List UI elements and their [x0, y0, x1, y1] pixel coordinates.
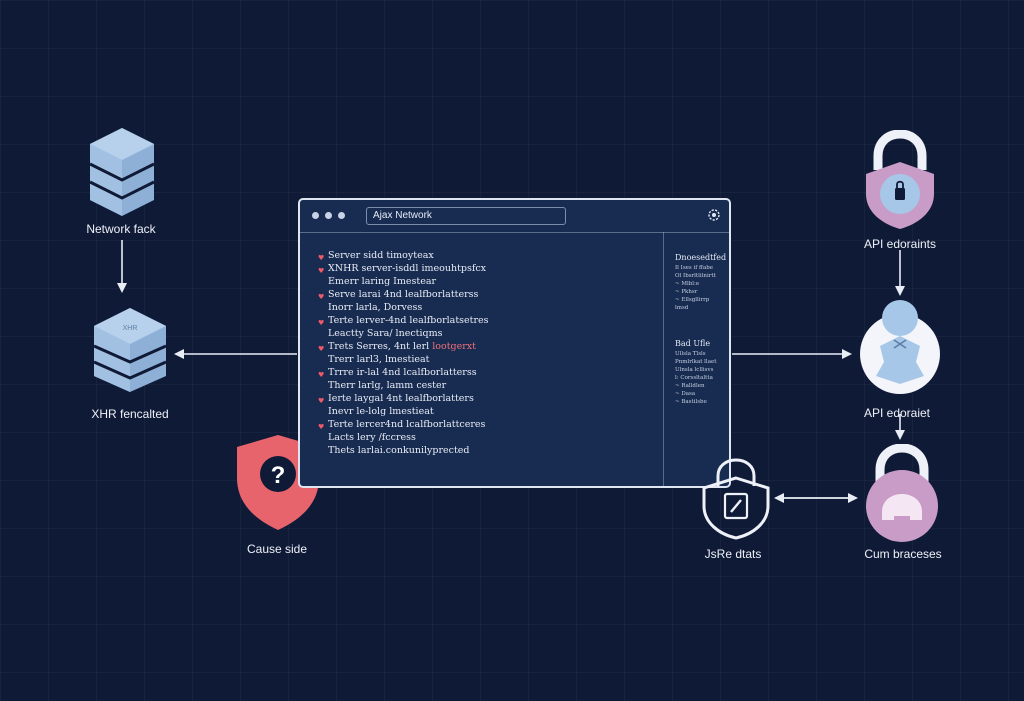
padlock-icon: [866, 443, 938, 542]
server-stack-icon: XHR: [93, 308, 167, 392]
code-line-text: Terte lerver-4nd lealfborlatsetres: [328, 315, 489, 326]
code-line: Trerr larl3, lmestieat: [318, 353, 489, 366]
code-line: ♥Terte lerver-4nd lealfborlatsetres: [318, 314, 489, 327]
side-list-1: Il Ises if ffabe Ol Ibsrltlilnirtt ~ Mlbl:…: [675, 264, 726, 312]
xhr-node-label: XHR fencalted: [91, 407, 169, 421]
side-panel-item: Ullsla Tlsls: [675, 351, 706, 357]
question-mark: ?: [271, 462, 286, 489]
code-line-text: Serve larai 4nd lealfborlatterss: [328, 289, 479, 300]
code-line-text: Thets larlai.conkunilyprected: [328, 445, 470, 456]
side-panel-item: ~ Bastilsbe: [675, 399, 707, 405]
code-line-text: Inorr larla, Dorvess: [328, 302, 423, 313]
api-endpoint-node: [856, 296, 944, 401]
code-line-text: Leactty Sara/ lnectiqms: [328, 328, 443, 339]
code-listing: ♥Server sidd timoyteax♥XNHR server-isddl…: [318, 249, 489, 457]
side-panel-item: Il Ises if ffabe: [675, 265, 714, 271]
window-dot-minimize[interactable]: [325, 212, 332, 219]
code-line: Leactty Sara/ lnectiqms: [318, 327, 489, 340]
api-endpoints-node: [864, 129, 936, 235]
heart-bullet-icon: ♥: [318, 423, 325, 431]
side-panel-item: ~ Mlbl:e: [675, 281, 700, 287]
api-endpoint-label: API edoraiet: [863, 406, 931, 420]
side-panel-item: l: Corssltaltta: [675, 375, 713, 381]
heart-bullet-icon: ♥: [318, 293, 325, 301]
code-line: Therr larlg, lamm cester: [318, 379, 489, 392]
panel-divider: [663, 232, 664, 486]
code-line: Inorr larla, Dorvess: [318, 301, 489, 314]
heart-bullet-icon: ♥: [318, 345, 325, 353]
heart-bullet-icon: ♥: [318, 371, 325, 379]
side-heading-1: Dnoesedtfed: [675, 253, 727, 262]
code-line-text: XNHR server-isddl imeouhtpsfcx: [328, 263, 487, 274]
code-line: Emerr laring Imestear: [318, 275, 489, 288]
browser-titlebar: Ajax Network: [300, 200, 729, 233]
heart-bullet-icon: ♥: [318, 254, 325, 262]
padlock-icon: [866, 129, 934, 229]
code-line: Lacts lery /fccress: [318, 431, 489, 444]
code-line: ♥Server sidd timoyteax: [318, 249, 489, 262]
padlock-edit-icon: [702, 458, 770, 540]
xhr-node: XHR: [92, 306, 168, 399]
code-line: ♥Ierte laygal 4nt lealfborlatters: [318, 392, 489, 405]
curly-braces-label: Cum braceses: [864, 547, 942, 561]
side-panel: Dnoesedtfed Il Ises if ffabe Ol Ibsrltlil…: [675, 252, 726, 406]
window-dot-close[interactable]: [312, 212, 319, 219]
window-dot-maximize[interactable]: [338, 212, 345, 219]
side-heading-2: Bad Ufle: [675, 339, 711, 348]
heart-bullet-icon: ♥: [318, 397, 325, 405]
side-panel-item: lmsd: [675, 305, 689, 311]
network-pack-node: [88, 126, 156, 223]
network-pack-label: Network fack: [86, 222, 156, 236]
code-line-text: Ierte laygal 4nt lealfborlatters: [328, 393, 474, 404]
code-line: ♥Trets Serres, 4nt lerl lootgerxt: [318, 340, 489, 353]
side-panel-item: ~ Dasa: [675, 391, 696, 397]
ajax-browser-window: Ajax Network ♥Server sidd timoyteax♥XNHR…: [298, 198, 731, 488]
code-line-text: Emerr laring Imestear: [328, 276, 437, 287]
server-stack-icon: [89, 128, 155, 216]
side-panel-item: ~ Ralldlen: [675, 383, 705, 389]
side-panel-item: Ol Ibsrltlilnirtt: [675, 273, 716, 279]
code-line-text: Inevr le-lolg lmestieat: [328, 406, 434, 417]
api-endpoints-label: API edoraints: [863, 237, 937, 251]
code-line-text: Trerr larl3, lmestieat: [328, 354, 430, 365]
code-line-text: Terte lercer4nd lcalfborlattceres: [328, 419, 486, 430]
code-line-text: Therr larlg, lamm cester: [328, 380, 447, 391]
code-line-text: Lacts lery /fccress: [328, 432, 416, 443]
code-line: ♥Trrre ir-lal 4nd lcalfborlatterss: [318, 366, 489, 379]
code-line: Inevr le-lolg lmestieat: [318, 405, 489, 418]
xhr-badge-text: XHR: [123, 325, 138, 332]
json-data-node: [700, 456, 772, 545]
curly-braces-node: [864, 443, 940, 549]
side-panel-item: ~ Ellsgllirrp: [675, 297, 710, 303]
code-line: Thets larlai.conkunilyprected: [318, 444, 489, 457]
cause-side-label: Cause side: [246, 542, 308, 556]
code-line: ♥Terte lercer4nd lcalfborlattceres: [318, 418, 489, 431]
side-panel-item: Ulnsla lcllisvs: [675, 367, 714, 373]
side-panel-item: ~ Pkhsr: [675, 289, 698, 295]
code-line-text: Trets Serres, 4nt lerl: [328, 341, 430, 352]
address-bar[interactable]: Ajax Network: [366, 207, 566, 225]
heart-bullet-icon: ♥: [318, 319, 325, 327]
gear-icon[interactable]: [707, 208, 721, 222]
code-line-text: Trrre ir-lal 4nd lcalfborlatterss: [328, 367, 477, 378]
code-line: ♥XNHR server-isddl imeouhtpsfcx: [318, 262, 489, 275]
heart-bullet-icon: ♥: [318, 267, 325, 275]
code-line-text: Server sidd timoyteax: [328, 250, 434, 261]
code-line-highlight: lootgerxt: [432, 341, 476, 352]
json-data-label: JsRe dtats: [704, 547, 762, 561]
side-panel-item: Pnmlrlkat llaet: [675, 359, 717, 365]
user-badge-icon: [860, 300, 940, 394]
code-line: ♥Serve larai 4nd lealfborlatterss: [318, 288, 489, 301]
